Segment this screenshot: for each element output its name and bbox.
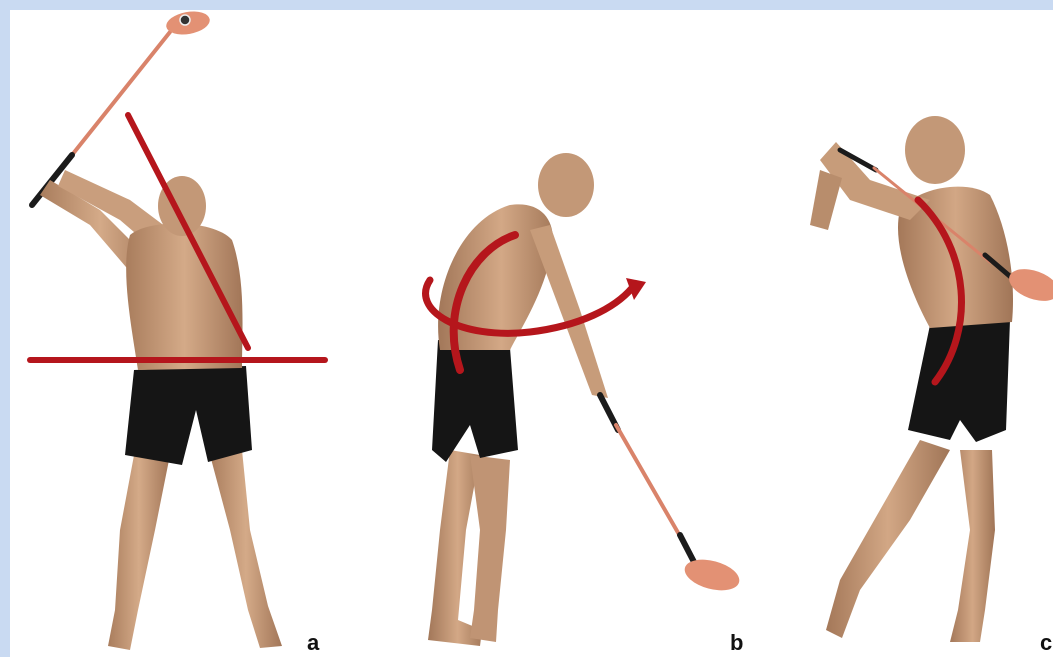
front-leg [470, 455, 510, 642]
upper-arm [810, 170, 842, 230]
club-hosel [680, 535, 694, 562]
panel-label-c: c [1040, 632, 1052, 654]
shorts [125, 366, 252, 465]
torso [126, 224, 242, 370]
golfer-b-illustration [370, 10, 755, 657]
club-shaft [616, 425, 688, 550]
figure-frame: a [10, 10, 1053, 657]
panel-label-b: b [730, 632, 743, 654]
club-shaft [68, 32, 170, 160]
shorts [432, 340, 518, 462]
left-leg [108, 450, 170, 650]
right-leg [210, 450, 282, 648]
panel-b: b [370, 10, 755, 657]
panel-label-a: a [307, 632, 319, 654]
golfer-c-illustration [780, 10, 1053, 657]
front-leg [950, 450, 995, 642]
panel-c: c [780, 10, 1053, 657]
head [905, 116, 965, 184]
panel-a: a [10, 10, 350, 657]
back-leg [826, 440, 950, 638]
club-head-logo-icon [180, 15, 190, 25]
head [538, 153, 594, 217]
golfer-a-illustration [10, 10, 350, 657]
